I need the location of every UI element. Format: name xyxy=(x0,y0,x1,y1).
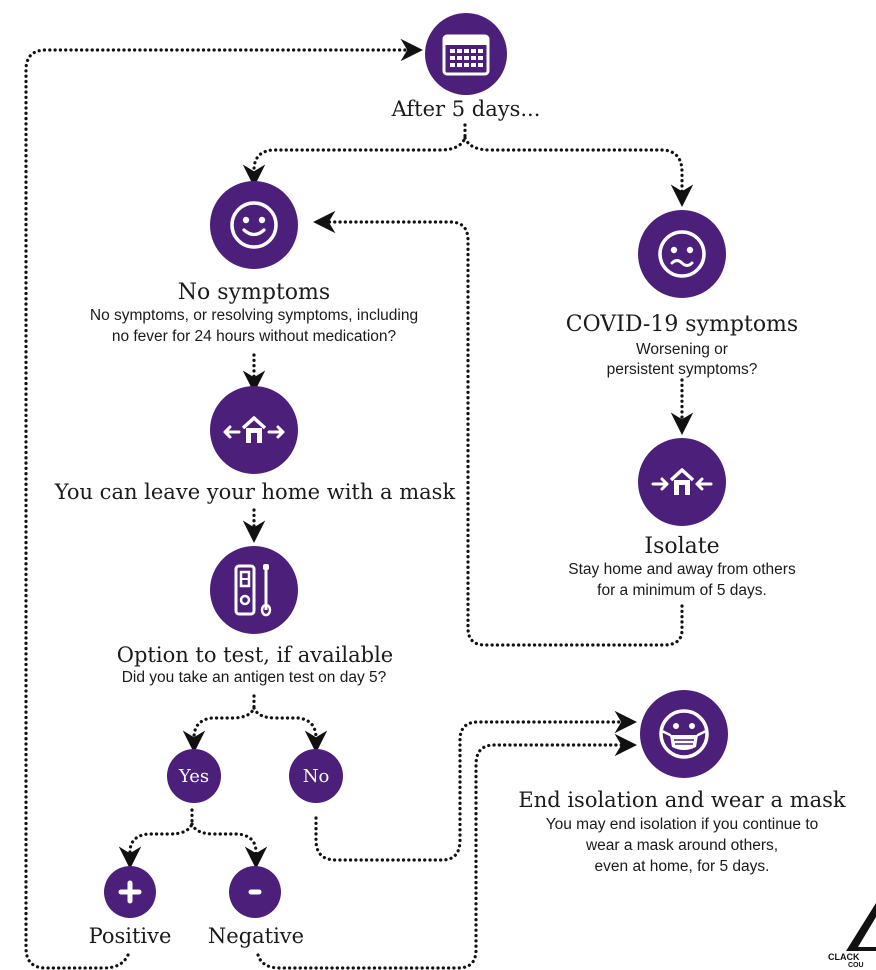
test-title: Option to test, if available xyxy=(116,643,394,667)
end-sub-2: wear a mask around others, xyxy=(585,837,779,854)
test-node xyxy=(210,546,298,634)
positive-title: Positive xyxy=(88,924,172,948)
connector-after5-to-covid xyxy=(463,136,694,207)
covid-node xyxy=(638,210,726,298)
logo-text-2: COU xyxy=(848,962,864,969)
logo-text-1: CLACK xyxy=(828,952,860,962)
end-sub-3: even at home, for 5 days. xyxy=(594,858,770,875)
minus-icon xyxy=(248,889,262,895)
covid-sub-1: Worsening or xyxy=(636,341,728,358)
nosym-title: No symptoms xyxy=(177,280,331,305)
connector-after5-to-nosym xyxy=(242,123,467,187)
after5-node xyxy=(425,13,507,95)
covid-sub-2: persistent symptoms? xyxy=(606,361,758,378)
connector-test-to-no xyxy=(252,706,328,753)
county-logo-mark xyxy=(846,903,876,951)
connector-negative-to-end xyxy=(256,733,637,970)
calendar-icon xyxy=(442,34,490,76)
isolate-sub-1: Stay home and away from others xyxy=(568,561,796,578)
no-node: No xyxy=(289,749,343,803)
plus-icon xyxy=(118,880,142,904)
antigen-test-icon xyxy=(234,564,272,617)
house-arrows-in-icon xyxy=(651,468,713,495)
isolate-title: Isolate xyxy=(644,534,720,559)
smiley-face-icon xyxy=(230,201,278,249)
connector-yes-to-positive xyxy=(118,808,194,869)
test-sub-1: Did you take an antigen test on day 5? xyxy=(121,669,387,686)
isolate-sub-2: for a minimum of 5 days. xyxy=(597,582,767,599)
connector-yes-to-negative xyxy=(190,822,268,869)
leave-title: You can leave your home with a mask xyxy=(54,480,456,504)
after5-title: After 5 days... xyxy=(391,97,541,121)
negative-node xyxy=(229,866,281,918)
negative-title: Negative xyxy=(207,924,305,948)
connector-no-to-end xyxy=(314,710,637,862)
covid-title: COVID-19 symptoms xyxy=(565,312,799,337)
house-arrows-out-icon xyxy=(223,416,285,443)
connector-isolate-to-nosym xyxy=(313,210,684,647)
nosym-sub-1: No symptoms, or resolving symptoms, incl… xyxy=(89,307,419,324)
worried-face-icon xyxy=(658,230,706,278)
nosym-node xyxy=(210,181,298,269)
isolate-node xyxy=(638,438,726,526)
end-node xyxy=(640,690,728,778)
yes-label: Yes xyxy=(178,765,210,787)
end-title: End isolation and wear a mask xyxy=(518,788,846,812)
connector-test-to-yes xyxy=(182,694,256,753)
no-label: No xyxy=(302,765,330,787)
yes-node: Yes xyxy=(167,749,221,803)
end-sub-1: You may end isolation if you continue to xyxy=(545,816,819,833)
leave-node xyxy=(210,386,298,474)
positive-node xyxy=(104,866,156,918)
nosym-sub-2: no fever for 24 hours without medication… xyxy=(111,328,397,345)
masked-face-icon xyxy=(659,709,709,759)
connector-positive-to-after5 xyxy=(24,38,423,970)
